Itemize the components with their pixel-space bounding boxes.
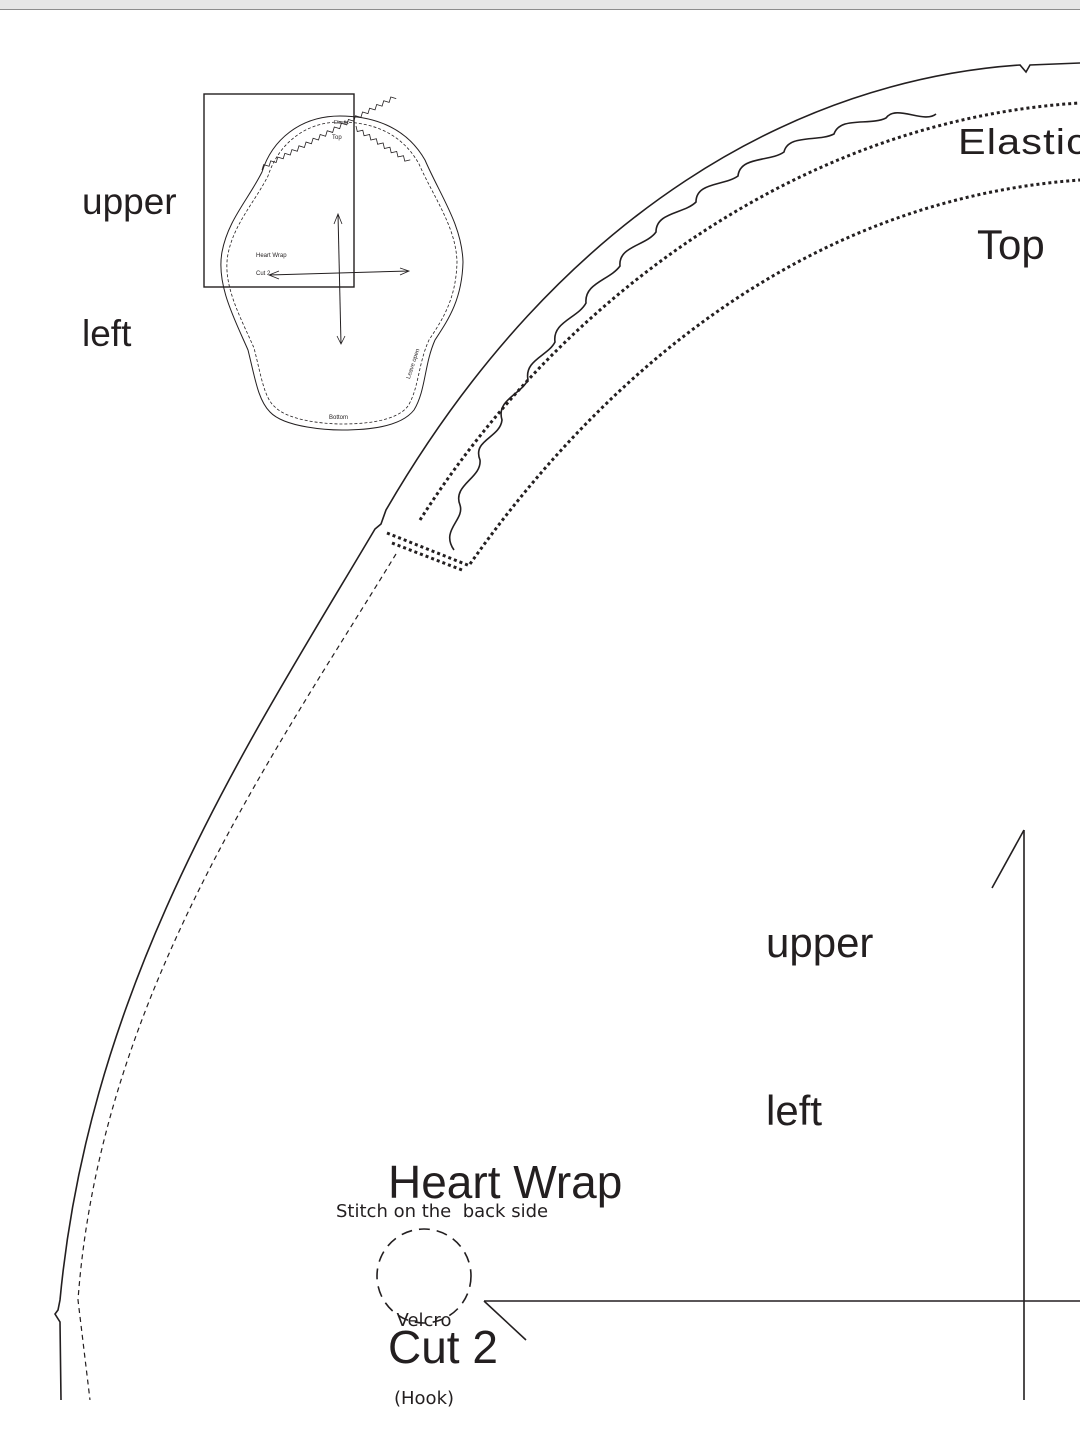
pattern-title-line2: Cut 2 (388, 1321, 498, 1373)
velcro-label-line2: (Hook) (393, 1388, 455, 1409)
seam-line (77, 553, 397, 1400)
upper-left-frame (203, 93, 355, 288)
inset-corner-label: upper left (82, 92, 177, 400)
velcro-label-line1: Velcro (396, 1310, 452, 1331)
elastic-casing (468, 178, 1080, 565)
corner-label-line2: left (766, 1087, 823, 1134)
mini-elastic-label: Elastic (334, 120, 349, 126)
velcro-label: Velcro (Hook) (377, 1256, 471, 1438)
inset-thumbnail (203, 93, 464, 431)
stitch-note: Stitch on the back side (336, 1201, 549, 1222)
mini-title-line1: Heart Wrap (256, 253, 287, 259)
mini-outline (220, 115, 464, 431)
pattern-title-line1: Heart Wrap (388, 1156, 623, 1208)
inset-label-line1: upper (82, 181, 177, 222)
pattern-title: Heart Wrap Cut 2 (388, 1045, 622, 1430)
outer-cut-line (54, 62, 1080, 1400)
mini-title-line2: Cut 2 (256, 271, 271, 277)
elastic-wave (448, 112, 937, 551)
mini-title: Heart Wrap Cut 2 (256, 241, 287, 283)
top-bar (0, 0, 1080, 10)
mini-top-label: Top (332, 135, 342, 141)
inset-label-line2: left (82, 313, 132, 354)
pattern-sheet (54, 62, 1080, 1400)
elastic-label: Elastic (958, 121, 1080, 162)
main-pattern (54, 62, 1080, 1400)
velcro-placement (376, 1228, 472, 1324)
corner-label-line1: upper (766, 919, 874, 966)
top-label: Top (977, 221, 1045, 268)
mini-seam (226, 121, 458, 425)
mini-elastic-wave (261, 96, 397, 171)
corner-label: upper left (766, 803, 873, 1195)
mini-bottom-label: Bottom (329, 415, 349, 421)
